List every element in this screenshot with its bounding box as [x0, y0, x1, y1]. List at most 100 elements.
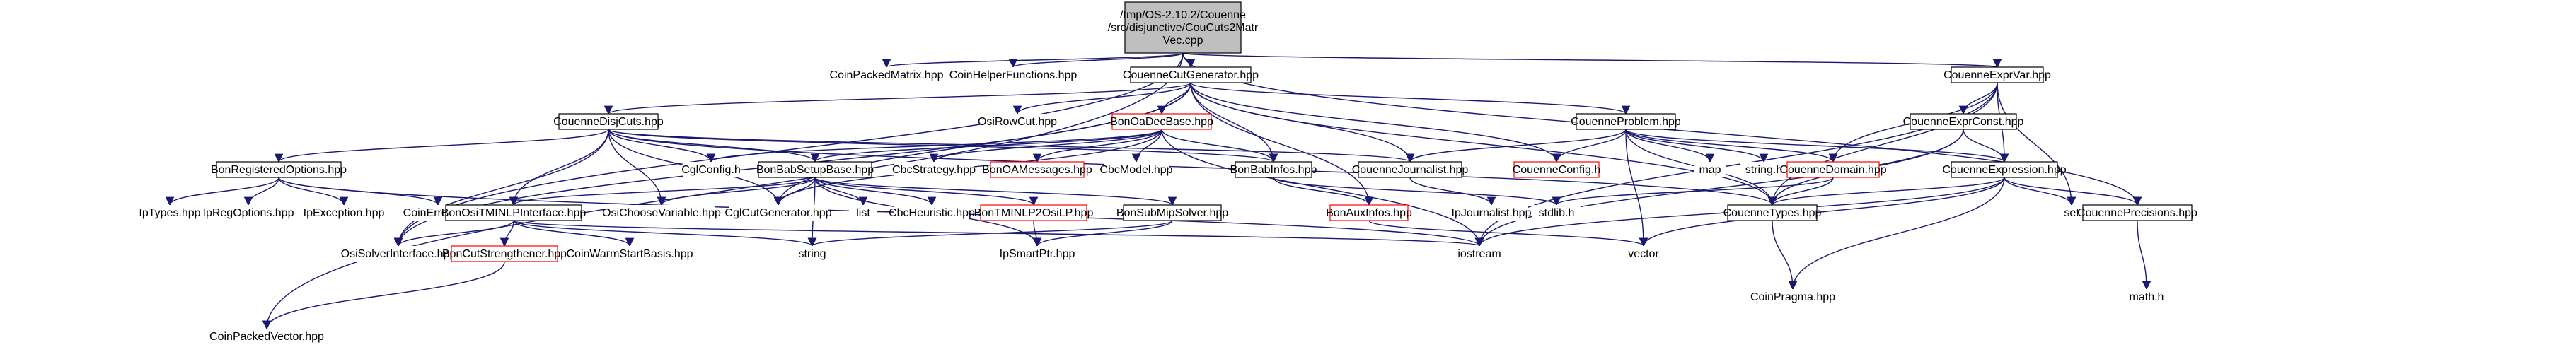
node-set: set [2057, 205, 2086, 221]
node-bonositminlpinterface[interactable]: BonOsiTMINLPInterface.hpp [441, 204, 587, 221]
node-map: map [1694, 162, 1726, 177]
node-label: string.h [1745, 164, 1782, 176]
edge-couennecutgenerator-to-couennedisjcuts [604, 82, 1191, 115]
node-label: IpJournalist.hpp [1452, 207, 1532, 219]
node-box [347, 246, 450, 262]
node-ipregoptions: IpRegOptions.hpp [203, 205, 294, 221]
node-box [1576, 113, 1676, 130]
nodes-layer: /tmp/OS-2.10.2/Couenne/src/disjunctive/C… [139, 1, 2197, 344]
node-box [894, 205, 969, 221]
node-box [1358, 161, 1462, 178]
node-label: CouenneExprConst.hpp [1903, 116, 2024, 128]
node-label: CouenneTypes.hpp [1723, 207, 1822, 219]
edge-couennedisjcuts-to-bonbabinfos [608, 129, 1278, 163]
edge-bonositminlpinterface-to-boncutstrengthener [499, 220, 514, 247]
node-label: CouenneConfig.h [1513, 164, 1601, 176]
node-couenneexprconst[interactable]: CouenneExprConst.hpp [1903, 113, 2024, 130]
node-box [141, 205, 198, 221]
edge-bonbabinfos-to-bonauxinfos [1273, 177, 1374, 206]
node-box [990, 161, 1085, 178]
node-bontminlp2osilp[interactable]: BonTMINLP2OsiLP.hpp [974, 204, 1094, 221]
node-coinwarmstartbasis: CoinWarmStartBasis.hpp [566, 246, 693, 262]
edge-bonbabinfos-to-stdlibh [1273, 177, 1561, 206]
node-couenneproblem[interactable]: CouenneProblem.hpp [1571, 113, 1681, 130]
node-list: list [849, 205, 877, 221]
node-osirowcut: OsiRowCut.hpp [978, 114, 1057, 129]
node-coinpackedvector: CoinPackedVector.hpp [209, 329, 324, 344]
node-box [573, 246, 686, 262]
node-label: IpRegOptions.hpp [203, 207, 294, 219]
edge-couennedisjcuts-to-cglconfig [608, 129, 716, 163]
node-cbcheuristic: CbcHeuristic.hpp [889, 205, 975, 221]
node-bonbabinfos[interactable]: BonBabInfos.hpp [1230, 161, 1317, 178]
node-couenneprecisions[interactable]: CouennePrecisions.hpp [2077, 204, 2197, 221]
node-box [849, 205, 877, 221]
node-box [1786, 161, 1880, 178]
node-label: CglCutGenerator.hpp [724, 207, 831, 219]
edge-bonbabsetupbase-to-bonsubmipsolver [814, 177, 1177, 206]
node-box [683, 162, 739, 177]
node-couennetypes[interactable]: CouenneTypes.hpp [1723, 204, 1822, 221]
node-boncutstrengthener[interactable]: BonCutStrengthener.hpp [442, 245, 567, 262]
edge-bonoadecbase-to-bonoamessages [1032, 129, 1162, 163]
node-box [1951, 161, 2058, 178]
node-root[interactable]: /tmp/OS-2.10.2/Couenne/src/disjunctive/C… [1108, 1, 1259, 54]
node-label: BonAuxInfos.hpp [1326, 207, 1412, 219]
node-couennecutgenerator[interactable]: CouenneCutGenerator.hpp [1123, 66, 1259, 83]
node-label: CouenneCutGenerator.hpp [1123, 69, 1259, 81]
node-coinpragma: CoinPragma.hpp [1750, 289, 1835, 305]
node-ipjournalist: IpJournalist.hpp [1452, 205, 1532, 221]
node-label: BonBabInfos.hpp [1230, 164, 1317, 176]
node-cbcstrategy: CbcStrategy.hpp [892, 162, 976, 177]
node-couennedisjcuts[interactable]: CouenneDisjCuts.hpp [553, 113, 664, 130]
edge-bonositminlpinterface-to-string [513, 220, 817, 247]
node-couenneexpression[interactable]: CouenneExpression.hpp [1942, 161, 2067, 178]
node-label: BonTMINLP2OsiLP.hpp [974, 207, 1094, 219]
edge-couenneexprconst-to-iostream [1474, 129, 1964, 247]
edge-root-to-coinhelperfunctions [1008, 52, 1184, 69]
node-label: list [856, 207, 870, 219]
edges-layer [165, 52, 2152, 330]
node-label: CoinPackedVector.hpp [209, 331, 324, 343]
node-label: CouennePrecisions.hpp [2077, 207, 2197, 219]
node-label: /src/disjunctive/CouCuts2Matr [1108, 22, 1259, 34]
node-label: vector [1628, 248, 1659, 260]
node-box [1951, 66, 2044, 83]
node-bonoamessages[interactable]: BonOAMessages.hpp [982, 161, 1092, 178]
node-bonregisteredoptions[interactable]: BonRegisteredOptions.hpp [211, 161, 347, 178]
edge-bonositminlpinterface-to-coinwarmstartbasis [513, 220, 635, 247]
node-box [308, 205, 379, 221]
node-box [445, 204, 582, 221]
node-couenneexprvar[interactable]: CouenneExprVar.hpp [1943, 66, 2051, 83]
edge-couenneexpression-to-vector [1639, 177, 2005, 247]
edge-bonauxinfos-to-vector [1368, 220, 1648, 247]
node-ipexception: IpException.hpp [304, 205, 385, 221]
edge-couenneproblem-to-couennejournalist [1405, 129, 1627, 163]
node-couennejournalist[interactable]: CouenneJournalist.hpp [1352, 161, 1469, 178]
node-stringh: string.h [1740, 162, 1787, 177]
node-label: math.h [2130, 291, 2164, 303]
node-iostream: iostream [1455, 246, 1504, 262]
node-couennedomain[interactable]: CouenneDomain.hpp [1779, 161, 1887, 178]
edge-couenneproblem-to-vector [1625, 129, 1648, 247]
node-bonoadecbase[interactable]: BonOaDecBase.hpp [1110, 113, 1213, 130]
node-box [1104, 162, 1169, 177]
node-bonbabsetupbase[interactable]: BonBabSetupBase.hpp [756, 161, 874, 178]
node-bonauxinfos[interactable]: BonAuxInfos.hpp [1326, 204, 1412, 221]
edge-couenneproblem-to-stringh [1625, 129, 1769, 163]
node-label: IpException.hpp [304, 207, 385, 219]
node-cbcmodel: CbcModel.hpp [1099, 162, 1173, 177]
edge-couennecutgenerator-to-osirowcut [1012, 82, 1191, 115]
node-box [1532, 205, 1581, 221]
node-box [1455, 205, 1528, 221]
node-box [1329, 204, 1409, 221]
edge-couennecutgenerator-to-bonoadecbase [1157, 82, 1191, 115]
node-box [1910, 113, 2017, 130]
node-label: CouenneProblem.hpp [1571, 116, 1681, 128]
node-bonsubmipsolver[interactable]: BonSubMipSolver.hpp [1116, 204, 1228, 221]
edge-root-to-couenneexprvar [1182, 52, 2001, 69]
node-couenneconfig[interactable]: CouenneConfig.h [1513, 161, 1601, 178]
node-box [1694, 162, 1726, 177]
edge-bonbabsetupbase-to-cglcutgenerator [773, 177, 816, 206]
